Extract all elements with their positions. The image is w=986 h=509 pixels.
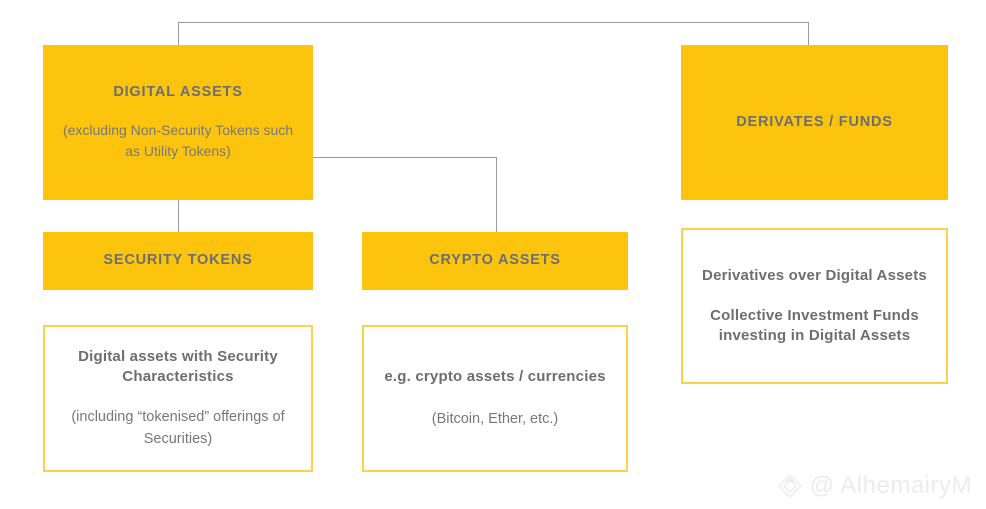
connector-digital-assets-to-crypto-assets-horizontal [313, 157, 497, 158]
node-derivatives-detail: Derivatives over Digital Assets Collecti… [681, 228, 948, 384]
node-security-tokens-detail-title: Digital assets with Security Characteris… [78, 347, 278, 385]
node-crypto-assets-detail: e.g. crypto assets / currencies (Bitcoin… [362, 325, 628, 472]
connector-digital-assets-to-crypto-assets-vertical [496, 157, 497, 233]
node-digital-assets-subtitle: (excluding Non-Security Tokens such as U… [62, 122, 294, 160]
node-crypto-assets-title: CRYPTO ASSETS [429, 252, 561, 269]
node-derivatives-detail-line2: Collective Investment Funds investing in… [710, 306, 919, 345]
connector-top-to-digital-assets [178, 22, 179, 46]
watermark: @ AlhemairyM [777, 473, 972, 499]
connector-top-to-derivates-funds [808, 22, 809, 46]
node-digital-assets-title: DIGITAL ASSETS [113, 83, 243, 100]
node-crypto-assets-detail-subtitle: (Bitcoin, Ether, etc.) [431, 410, 559, 427]
diamond-logo-icon [777, 473, 803, 499]
node-derivatives-detail-line1: Derivatives over Digital Assets [702, 266, 927, 284]
node-crypto-assets-detail-title: e.g. crypto assets / currencies [384, 367, 606, 385]
node-security-tokens: SECURITY TOKENS [43, 232, 313, 290]
node-derivates-funds-title: DERIVATES / FUNDS [736, 113, 893, 130]
watermark-handle: @ AlhemairyM [809, 472, 972, 499]
connector-top-spine [178, 22, 809, 23]
node-derivates-funds: DERIVATES / FUNDS [681, 45, 948, 200]
node-digital-assets: DIGITAL ASSETS (excluding Non-Security T… [43, 45, 313, 200]
node-security-tokens-detail: Digital assets with Security Characteris… [43, 325, 313, 472]
connector-digital-assets-to-security-tokens [178, 200, 179, 233]
node-security-tokens-detail-subtitle: (including “tokenised” offerings of Secu… [71, 409, 285, 447]
node-security-tokens-title: SECURITY TOKENS [103, 252, 253, 269]
node-crypto-assets: CRYPTO ASSETS [362, 232, 628, 290]
